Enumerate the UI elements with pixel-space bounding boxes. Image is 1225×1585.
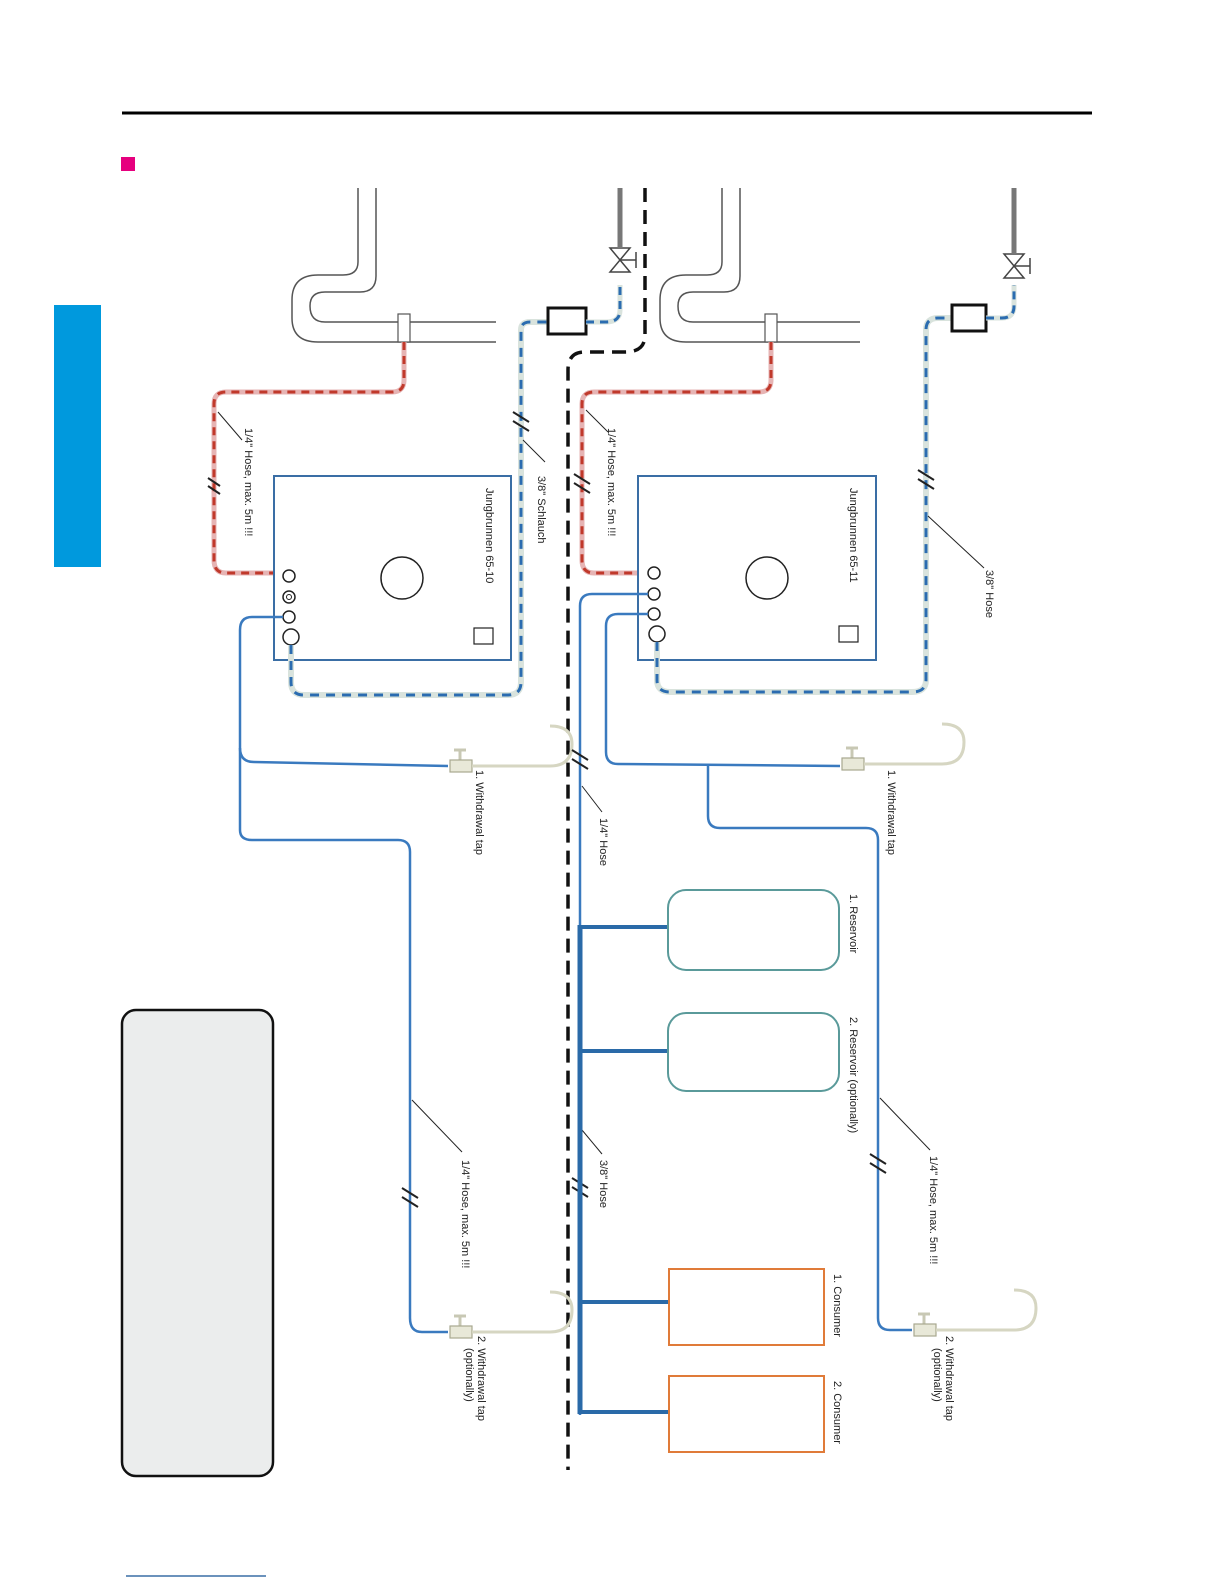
right-hot-hose-label: 1/4" Hose, max. 5m !!!: [605, 428, 617, 536]
consumer-1-label: 1. Consumer: [831, 1274, 843, 1337]
filter-icon: [950, 303, 988, 333]
right-outlet-hose: [578, 592, 648, 1415]
right-manifold-hose-label: 3/8" Hose: [597, 1160, 609, 1208]
left-port-3: [282, 610, 296, 624]
left-hot-hose-label: 1/4" Hose, max. 5m !!!: [242, 428, 254, 536]
right-outlet-hose-label: 1/4" Hose: [597, 818, 609, 866]
reservoir-2-label: 2. Reservoir (optionally): [847, 1017, 859, 1133]
left-pipe-connector: [397, 313, 411, 343]
reservoir-1-label: 1. Reservoir: [847, 894, 859, 954]
left-port-2: [282, 590, 296, 604]
right-tap2-label-2: (optionally): [931, 1348, 943, 1402]
left-unit-display: [473, 627, 494, 645]
withdrawal-tap-icon: [448, 1290, 574, 1340]
right-unit-dial: [745, 556, 789, 600]
left-main-pipe: [291, 188, 496, 343]
withdrawal-tap-icon: [840, 722, 966, 772]
right-tap1-label: 1. Withdrawal tap: [885, 770, 897, 855]
left-unit-label: Jungbrunnen 65-10: [483, 488, 495, 583]
section-marker: [121, 157, 135, 171]
reservoir-2: [667, 1012, 840, 1092]
left-tap1-label: 1. Withdrawal tap: [473, 770, 485, 855]
consumer-2: [668, 1375, 825, 1453]
left-port-4: [282, 628, 300, 646]
right-tap2-label-1: 2. Withdrawal tap: [943, 1336, 955, 1421]
right-port-3: [647, 607, 661, 621]
right-unit-label: Jungbrunnen 65-11: [847, 488, 859, 583]
left-tap2-hose-label: 1/4" Hose, max. 5m !!!: [459, 1160, 471, 1268]
reservoir-1: [667, 889, 840, 971]
left-tap2-label-1: 2. Withdrawal tap: [475, 1336, 487, 1421]
withdrawal-tap-icon: [912, 1288, 1038, 1338]
left-port-1: [282, 569, 296, 583]
shutoff-valve-icon: [609, 247, 637, 273]
left-tap-hose: [238, 615, 448, 1334]
consumer-2-label: 2. Consumer: [831, 1381, 843, 1444]
right-supply-hose-label: 3/8" Hose: [983, 570, 995, 618]
right-system: 1/4" Hose, max. 5m !!! Jungbrunnen 65-11…: [571, 188, 1038, 1453]
right-port-4: [648, 625, 666, 643]
right-tap2-hose-label: 1/4" Hose, max. 5m !!!: [927, 1156, 939, 1264]
right-port-2: [647, 587, 661, 601]
right-main-pipe: [659, 188, 860, 343]
right-pipe-connector: [764, 313, 778, 343]
left-system: 1/4" Hose, max. 5m !!! Jungbrunnen 65-10…: [207, 188, 637, 1421]
right-port-1: [647, 566, 661, 580]
shutoff-valve-icon: [1003, 253, 1031, 279]
left-unit-dial: [380, 556, 424, 600]
left-tap2-label-2: (optionally): [463, 1348, 475, 1402]
filter-icon: [546, 306, 588, 336]
consumer-1: [668, 1268, 825, 1346]
left-supply-hose-label: 3/8" Schlauch: [535, 476, 547, 544]
side-tab: [54, 305, 101, 567]
right-tap-hose: [604, 612, 841, 768]
info-panel: [120, 1008, 275, 1478]
right-unit-display: [838, 625, 859, 643]
withdrawal-tap-icon: [448, 724, 574, 774]
